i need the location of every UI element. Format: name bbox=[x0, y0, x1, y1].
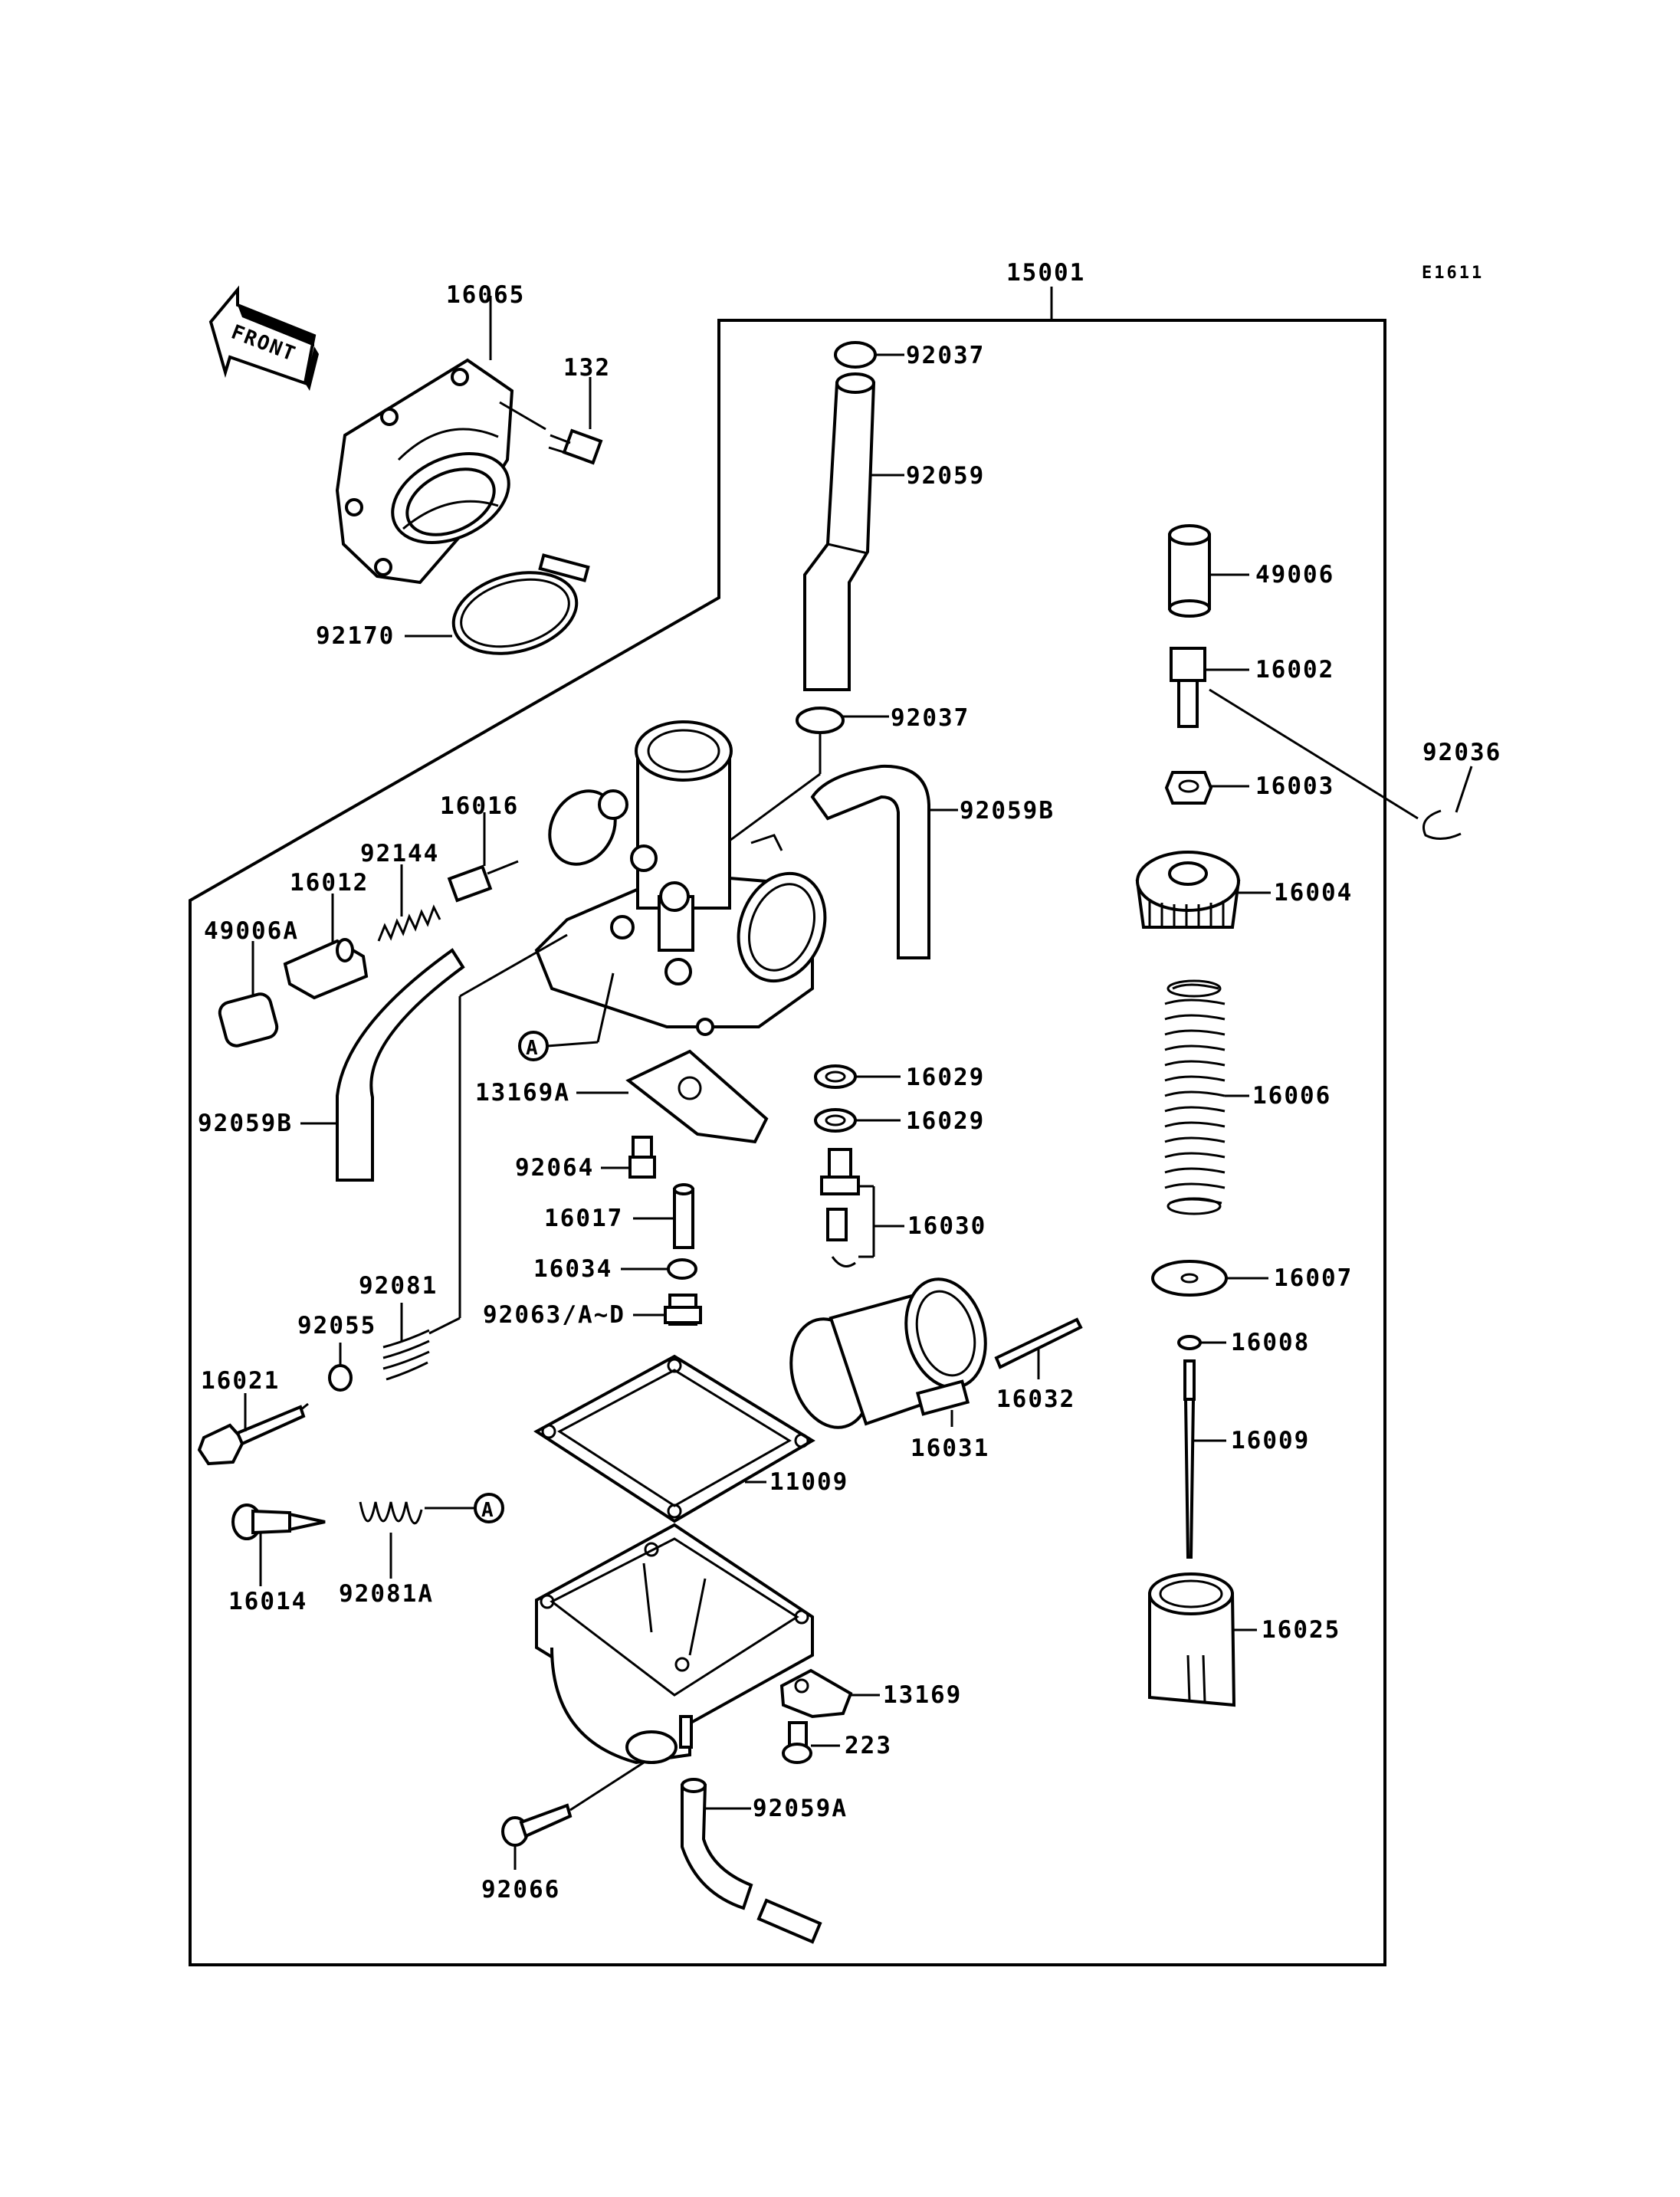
top-cap-16004 bbox=[1135, 851, 1241, 929]
adjuster-16002 bbox=[1170, 647, 1206, 728]
label-92059: 92059 bbox=[906, 462, 985, 490]
label-92170: 92170 bbox=[316, 622, 395, 650]
label-13169a: 13169A bbox=[475, 1079, 570, 1107]
plate-13169a bbox=[625, 1049, 769, 1144]
washer-16034 bbox=[667, 1258, 697, 1280]
label-16025: 16025 bbox=[1262, 1616, 1340, 1644]
label-132: 132 bbox=[563, 354, 611, 382]
hose-92059a bbox=[681, 1778, 822, 1944]
diagram-code: E1611 bbox=[1422, 264, 1484, 283]
label-16034: 16034 bbox=[533, 1255, 612, 1283]
label-92081: 92081 bbox=[359, 1272, 438, 1300]
hose-92059b-left bbox=[336, 948, 465, 1182]
spring-92081 bbox=[382, 1329, 430, 1381]
label-92063: 92063/A~D bbox=[483, 1301, 625, 1329]
label-16030: 16030 bbox=[907, 1212, 986, 1240]
label-92144: 92144 bbox=[360, 840, 439, 867]
front-arrow: FRONT bbox=[208, 285, 319, 391]
label-15001: 15001 bbox=[1006, 259, 1085, 287]
label-11009: 11009 bbox=[769, 1468, 848, 1496]
label-16065: 16065 bbox=[446, 281, 525, 309]
intake-manifold-16065 bbox=[335, 358, 514, 585]
label-16029-a: 16029 bbox=[906, 1064, 985, 1091]
label-92036: 92036 bbox=[1422, 739, 1501, 766]
nut-16003 bbox=[1164, 771, 1213, 805]
float-16031 bbox=[789, 1277, 987, 1429]
label-92059b-left: 92059B bbox=[198, 1110, 293, 1137]
washer-16029-b bbox=[814, 1108, 857, 1133]
clamp-92170 bbox=[451, 553, 590, 655]
label-16031: 16031 bbox=[911, 1435, 989, 1462]
label-92059b-right: 92059B bbox=[960, 797, 1055, 825]
label-92081a: 92081A bbox=[339, 1580, 434, 1608]
label-16012: 16012 bbox=[290, 869, 369, 897]
screw-16021 bbox=[197, 1402, 309, 1466]
label-16006: 16006 bbox=[1252, 1082, 1331, 1110]
label-16003: 16003 bbox=[1255, 772, 1334, 800]
label-92037-top: 92037 bbox=[906, 342, 985, 369]
tube-16017 bbox=[673, 1183, 694, 1249]
jet-92064 bbox=[628, 1136, 656, 1179]
label-16016: 16016 bbox=[440, 792, 519, 820]
pin-16032 bbox=[994, 1317, 1083, 1369]
hose-92059b-right bbox=[810, 764, 930, 959]
clip-92037-mid bbox=[796, 707, 845, 734]
label-16008: 16008 bbox=[1231, 1329, 1310, 1356]
gasket-11009 bbox=[533, 1354, 815, 1523]
washer-16029-a bbox=[814, 1064, 857, 1089]
label-92037-mid: 92037 bbox=[891, 704, 970, 732]
oring-92055 bbox=[328, 1364, 353, 1392]
callout-a-bottom-label: A bbox=[481, 1499, 495, 1522]
plate-16007 bbox=[1151, 1260, 1228, 1297]
label-92066: 92066 bbox=[481, 1876, 560, 1904]
screw-16014 bbox=[231, 1503, 326, 1540]
label-16017: 16017 bbox=[544, 1205, 623, 1232]
callout-a-top-label: A bbox=[526, 1037, 540, 1060]
label-92059a: 92059A bbox=[753, 1795, 848, 1822]
spring-16006 bbox=[1164, 979, 1226, 1215]
bolt-132 bbox=[548, 428, 603, 465]
fitting-16012 bbox=[283, 938, 369, 1000]
spring-92144 bbox=[377, 904, 441, 942]
hose-92059 bbox=[803, 372, 876, 691]
label-16007: 16007 bbox=[1274, 1264, 1353, 1292]
cap-49006 bbox=[1168, 524, 1211, 618]
label-16009: 16009 bbox=[1231, 1427, 1310, 1454]
plate-13169 bbox=[779, 1668, 853, 1719]
spring-92081a bbox=[359, 1501, 423, 1525]
circlip-92036 bbox=[1422, 809, 1462, 840]
label-16002: 16002 bbox=[1255, 656, 1334, 684]
clip-92037-top bbox=[834, 341, 877, 369]
cap-49006a bbox=[218, 992, 279, 1048]
throttle-valve-16025 bbox=[1148, 1572, 1236, 1707]
label-92064: 92064 bbox=[515, 1154, 594, 1182]
label-92055: 92055 bbox=[297, 1312, 376, 1340]
screw-92066 bbox=[501, 1803, 573, 1847]
clip-16008 bbox=[1177, 1335, 1202, 1350]
label-16021: 16021 bbox=[201, 1367, 280, 1395]
label-49006: 49006 bbox=[1255, 561, 1334, 589]
jet-92063 bbox=[664, 1294, 702, 1326]
fitting-16016 bbox=[447, 860, 519, 903]
label-16004: 16004 bbox=[1274, 879, 1353, 907]
carburetor-body bbox=[534, 720, 827, 1036]
float-bowl bbox=[535, 1523, 814, 1765]
needle-valve-16030 bbox=[820, 1148, 860, 1267]
label-223: 223 bbox=[845, 1732, 892, 1759]
label-49006a: 49006A bbox=[204, 917, 299, 945]
screw-223 bbox=[782, 1721, 812, 1764]
label-16029-b: 16029 bbox=[906, 1107, 985, 1135]
label-16032: 16032 bbox=[996, 1385, 1075, 1413]
needle-16009 bbox=[1183, 1359, 1196, 1559]
label-13169: 13169 bbox=[883, 1681, 962, 1709]
label-16014: 16014 bbox=[228, 1588, 307, 1615]
assembly-frame bbox=[189, 319, 1386, 1966]
